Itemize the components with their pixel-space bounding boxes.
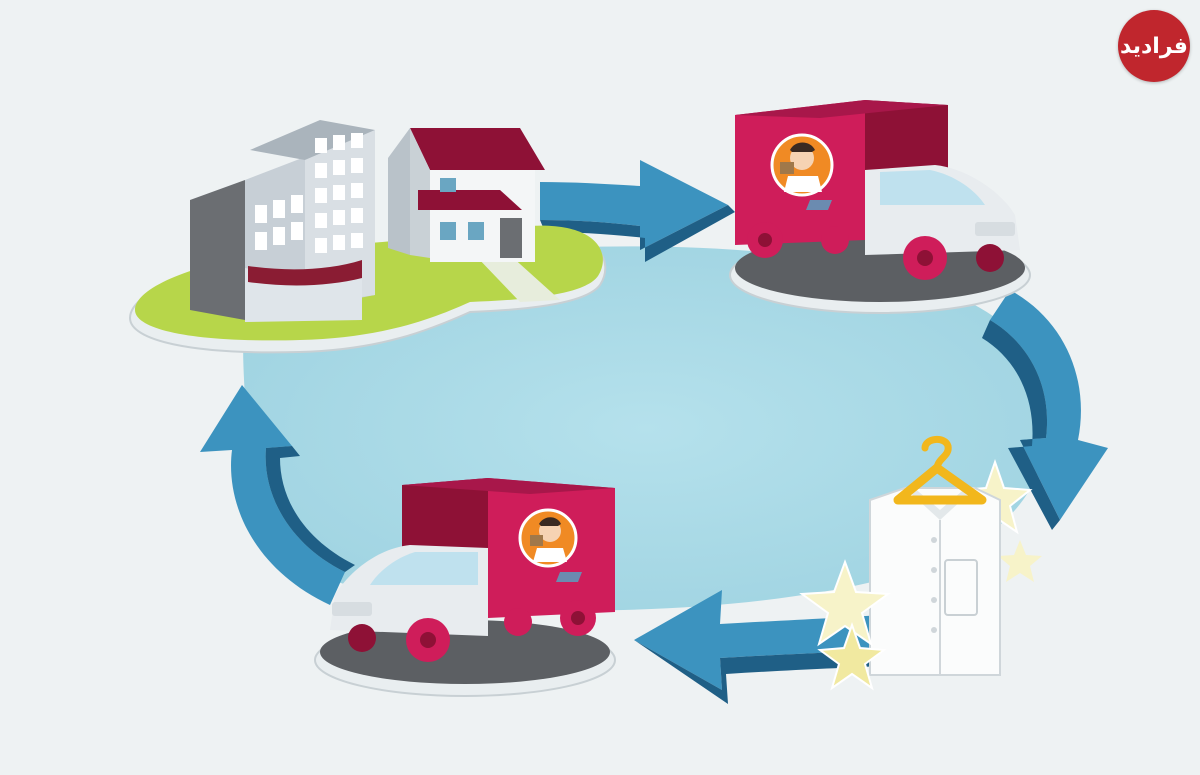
publisher-logo: فرادید (1118, 10, 1190, 82)
publisher-logo-text: فرادید (1120, 33, 1188, 59)
delivery-truck-icon (330, 478, 615, 662)
star-icon (998, 540, 1042, 582)
house-and-building-icon (128, 120, 607, 354)
star-icon (799, 559, 891, 647)
arrow-down-icon (982, 290, 1108, 530)
shirt-on-hanger-icon (799, 436, 1042, 691)
arrow-left-icon (634, 590, 882, 704)
iron-icon (806, 200, 832, 210)
delivery-truck-icon (735, 100, 1020, 280)
delivery-van-group (314, 478, 616, 697)
iron-icon (556, 572, 582, 582)
star-icon (817, 621, 887, 691)
pickup-van-group (729, 100, 1031, 314)
arrow-up-icon (200, 385, 355, 605)
arrow-right-icon (540, 160, 735, 262)
